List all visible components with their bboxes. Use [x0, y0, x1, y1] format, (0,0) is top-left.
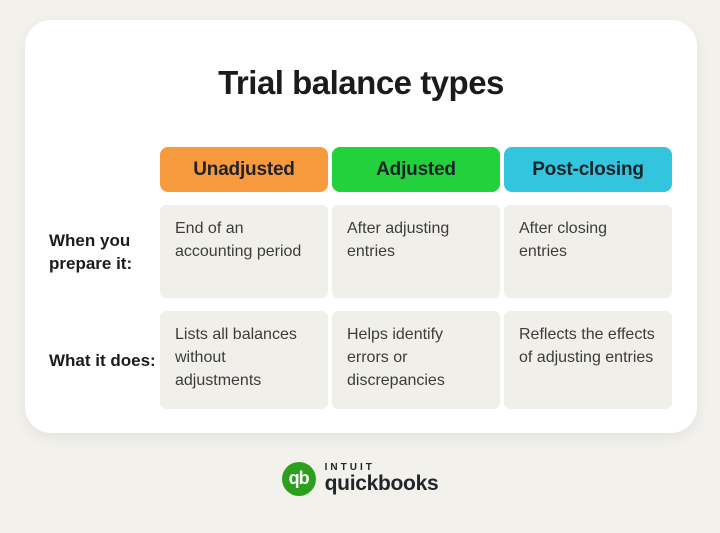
column-header-unadjusted: Unadjusted	[160, 147, 328, 192]
table-corner-spacer	[45, 147, 156, 192]
comparison-table: Unadjusted Adjusted Post-closing When yo…	[45, 147, 672, 409]
row-label-when-you-prepare-it: When you prepare it:	[49, 230, 133, 273]
column-header-post-closing: Post-closing	[504, 147, 672, 192]
page-title: Trial balance types	[218, 64, 504, 101]
table-cell: After adjusting entries	[332, 205, 500, 298]
table-cell: Lists all balances without adjustments	[160, 311, 328, 409]
table-cell: End of an accounting period	[160, 205, 328, 298]
row-label-what-it-does: What it does:	[49, 350, 156, 370]
intuit-wordmark: INTUIT	[324, 462, 375, 473]
brand-footer: qb INTUIT quickbooks	[0, 462, 720, 496]
column-header-adjusted: Adjusted	[332, 147, 500, 192]
quickbooks-logo-icon: qb	[281, 462, 316, 496]
brand-wordmark: INTUIT quickbooks	[325, 462, 439, 496]
table-cell: Reflects the effects of adjusting entrie…	[504, 311, 672, 409]
table-cell: Helps identify errors or discrepancies	[332, 311, 500, 409]
quickbooks-wordmark: quickbooks	[324, 472, 439, 495]
table-cell: After closing entries	[504, 205, 672, 298]
infographic-card: Trial balance types Unadjusted Adjusted …	[25, 20, 697, 433]
